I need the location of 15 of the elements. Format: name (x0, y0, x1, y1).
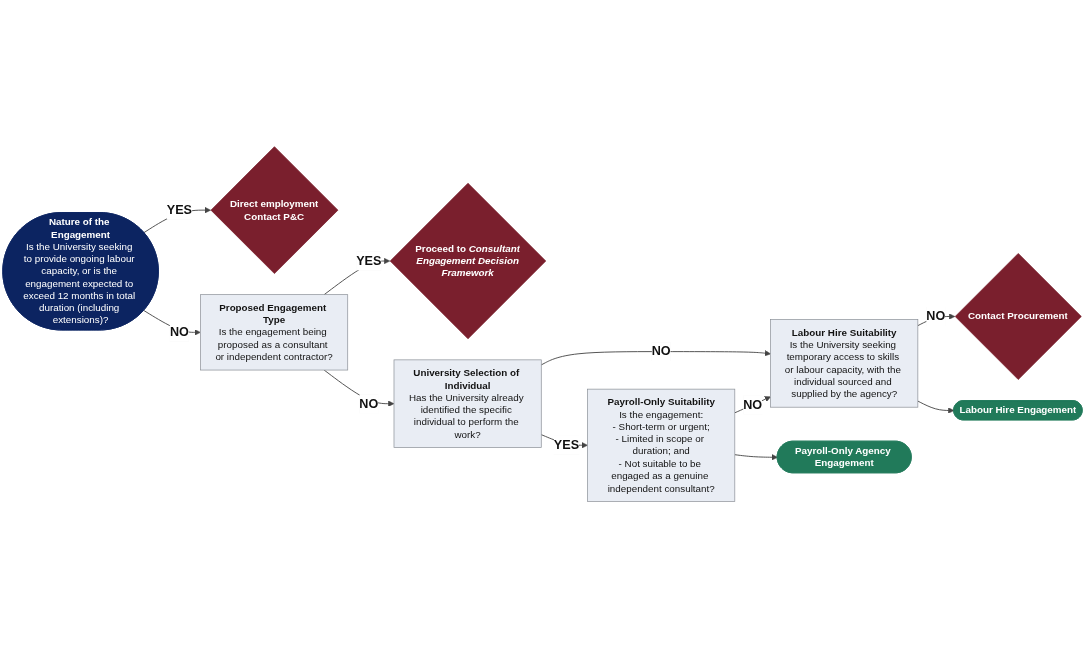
edge-label: YES (356, 253, 382, 268)
node-diamond: Contact Procurement (954, 253, 1082, 380)
node-box: Labour Hire Suitability Is the University seeking temporary access to skills or labour capacity, with the individual sourced and supplied by the agency? (770, 319, 919, 408)
node-diamond: Proceed to Consultant Engagement Decision Framework (389, 182, 547, 340)
node-box: Proposed Engagement Type Is the engagement being proposed as a consultant or independent contractor? (200, 294, 349, 371)
edge-label: YES (166, 202, 193, 217)
node-box: Payroll-Only Suitability Is the engagement: - Short-term or urgent; - Limited in scope or duration; and - Not suitable to be engaged as a genuine independent consultant? (587, 388, 736, 502)
edge-label: NO (359, 396, 379, 411)
edge-label: NO (743, 397, 763, 412)
edge-label: NO (169, 324, 189, 340)
edge-label: NO (651, 344, 671, 359)
edge-label: NO (926, 309, 946, 324)
node-box: University Selection of Individual Has the University already identified the specific individual to perform the work? (393, 359, 542, 448)
node-diamond: Direct employment Contact P&C (210, 146, 339, 274)
edge-label: YES (553, 437, 580, 452)
